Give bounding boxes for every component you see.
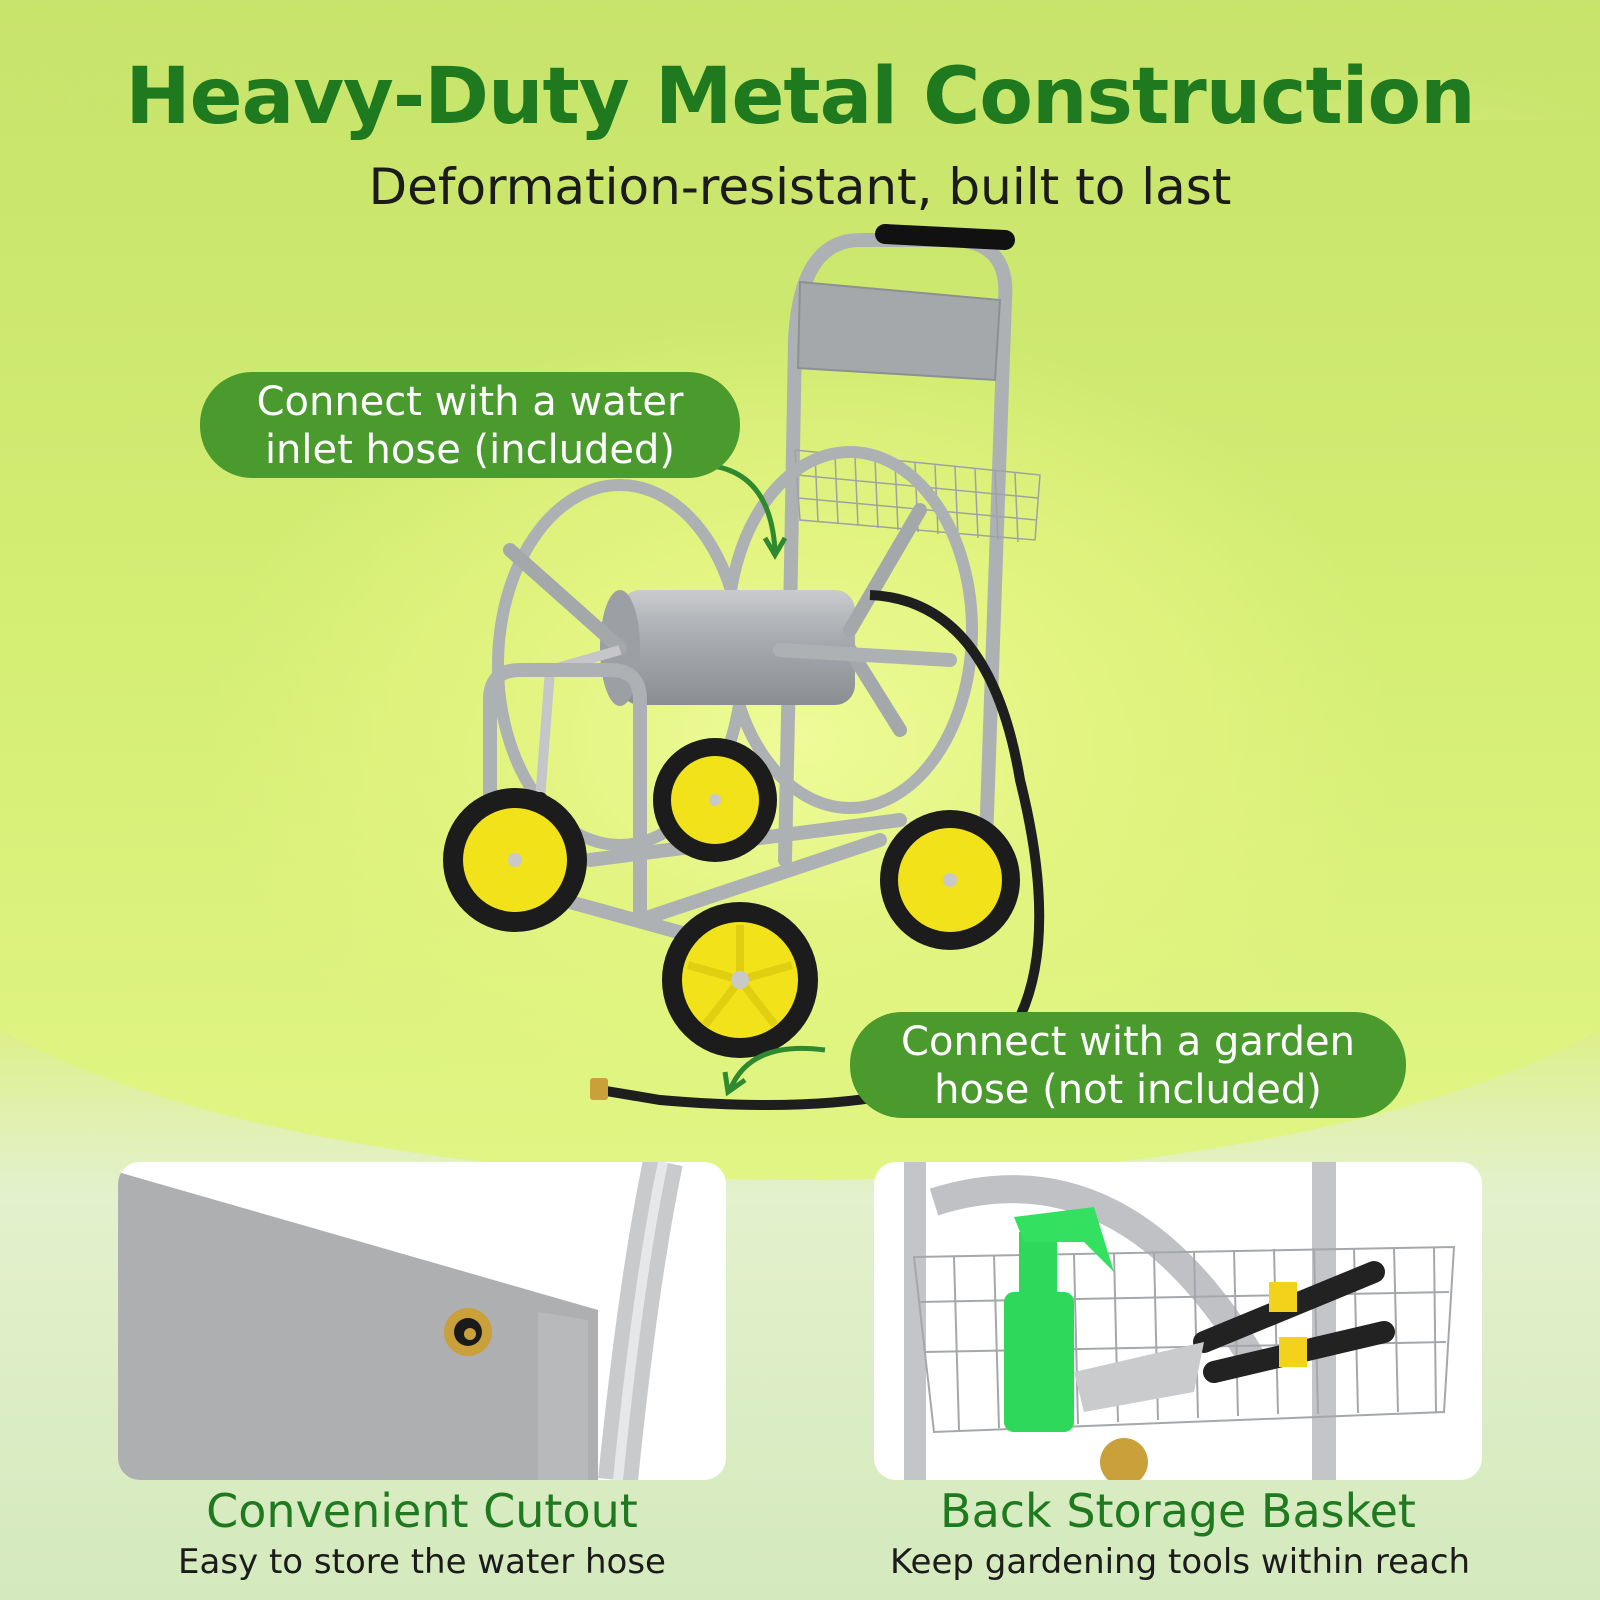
cutout-closeup-image [118, 1162, 683, 1480]
top-plate [796, 280, 1002, 382]
reel-spokes [503, 503, 927, 737]
garden-tools-icon [1074, 1261, 1395, 1412]
page-title: Heavy-Duty Metal Construction [125, 52, 1475, 142]
spray-bottle-icon [1004, 1207, 1114, 1432]
feature-desc-basket: Keep gardening tools within reach [889, 1542, 1471, 1582]
arrow-to-outlet-icon [727, 1045, 826, 1091]
handle-grip [875, 224, 1015, 250]
feature-desc-cutout: Easy to store the water hose [178, 1542, 666, 1582]
callout-inlet-hose: Connect with a water inlet hose (include… [200, 372, 740, 478]
callout-garden-line2: hose (not included) [934, 1067, 1322, 1113]
wheel-front-left [443, 788, 587, 932]
wheel-front-right [662, 902, 818, 1058]
hose-reel-cart-image [443, 224, 1045, 1110]
feature-title-cutout: Convenient Cutout [206, 1484, 638, 1538]
callout-garden-line1: Connect with a garden [901, 1019, 1355, 1065]
garden-hose [599, 590, 1045, 1110]
hose-brass-fitting [590, 1078, 608, 1100]
callout-garden-hose: Connect with a garden hose (not included… [850, 1012, 1406, 1118]
wheel-rear-right [880, 810, 1020, 950]
feature-title-basket: Back Storage Basket [940, 1484, 1416, 1538]
detail-card-cutout [118, 1162, 726, 1480]
callout-inlet-line2: inlet hose (included) [264, 427, 676, 473]
callout-inlet-line1: Connect with a water [256, 379, 684, 425]
wheel-rear-left [653, 738, 777, 862]
reel-drum [620, 590, 855, 705]
page-subtitle: Deformation-resistant, built to last [368, 158, 1232, 216]
detail-card-basket [874, 1162, 1482, 1480]
basket-closeup-image [904, 1162, 1456, 1480]
